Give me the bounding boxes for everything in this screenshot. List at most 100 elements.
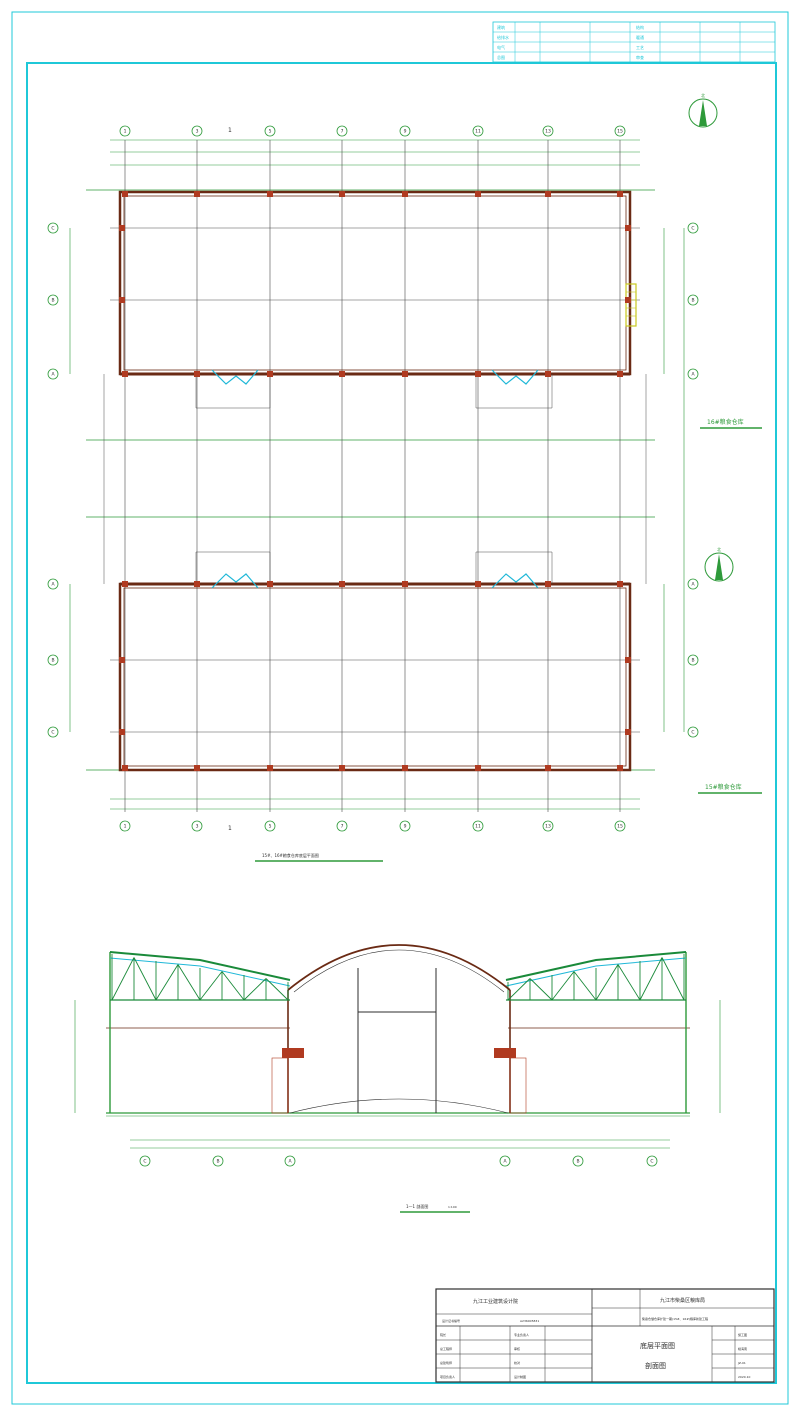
section-axis-bubble: C: [646, 1155, 658, 1167]
column: [122, 191, 128, 197]
drawing-no: JZ-01: [737, 1361, 746, 1365]
column: [625, 657, 631, 663]
axis-bubble-bottom-label: 3: [196, 824, 199, 830]
axis-bubble-bottom-label: 1: [124, 824, 127, 830]
role2-0: 专业负责人: [514, 1332, 529, 1337]
section-axis-bubble-label: C: [143, 1159, 146, 1165]
approval-left-3: 总图: [497, 54, 505, 60]
plan-horizontal-gridlines: [110, 227, 640, 733]
warehouse-16-walls: [118, 190, 632, 376]
column: [402, 581, 408, 587]
truss-member: [617, 964, 641, 1001]
column: [122, 581, 128, 587]
approval-right-2: 工艺: [636, 45, 644, 50]
axis-bubble-right: B: [687, 294, 699, 306]
axis-bubble-right-label: B: [691, 298, 694, 304]
column: [339, 191, 345, 197]
axis-bubble-top-label: 15: [617, 129, 623, 135]
truss-member: [573, 971, 597, 1001]
axis-bubble-right: B: [687, 654, 699, 666]
truss-member: [661, 957, 685, 1001]
truss-member: [595, 964, 619, 1001]
axis-bubble-bottom: 3: [191, 820, 203, 832]
truss-member: [551, 971, 575, 1001]
drawing-title-2: 剖面图: [645, 1361, 666, 1370]
column: [122, 371, 128, 377]
section-scale: 1:100: [448, 1205, 457, 1209]
column: [475, 371, 481, 377]
column: [545, 371, 551, 377]
column: [119, 729, 125, 735]
column: [119, 657, 125, 663]
plan-vertical-gridlines: [124, 140, 621, 812]
cert-label: 设计证书编号: [442, 1318, 460, 1323]
axis-bubble-top-label: 7: [341, 129, 344, 135]
section-title: 1—1 剖面图: [406, 1203, 428, 1209]
axis-bubble-right-label: C: [691, 730, 694, 736]
axis-bubble-right: A: [687, 578, 699, 590]
column: [617, 191, 623, 197]
company-name: 九江工业建筑设计院: [473, 1298, 518, 1305]
column: [267, 765, 273, 771]
section-axis-bubble: B: [572, 1155, 584, 1167]
truss-member: [111, 957, 135, 1001]
axis-bubble-left-label: C: [51, 730, 54, 736]
plan-dimensions-top: [110, 139, 640, 166]
section-axis-bubble: A: [284, 1155, 296, 1167]
axis-bubble-left-label: A: [51, 372, 55, 378]
warehouse-label-16: 16#粮食仓库: [700, 418, 762, 429]
column: [119, 225, 125, 231]
axis-bubble-left: B: [47, 294, 59, 306]
column: [339, 581, 345, 587]
truss-member: [507, 978, 531, 1001]
approval-right-3: 审查: [636, 54, 644, 60]
truss-member: [639, 957, 663, 1001]
cert-no: A236005831: [520, 1319, 539, 1323]
section-mark-bottom: 1: [228, 825, 232, 832]
role-2: 总建筑师: [440, 1360, 452, 1365]
left-truss: [111, 954, 289, 1001]
axis-bubble-left-label: B: [51, 658, 54, 664]
plan-outline: [86, 189, 655, 771]
warehouse-label-top: 16#粮食仓库: [707, 418, 744, 426]
truss-member: [177, 964, 201, 1001]
column: [625, 297, 631, 303]
truss-member: [199, 971, 223, 1001]
truss-member: [265, 978, 289, 1001]
role-0: 院长: [440, 1332, 446, 1337]
north-label-mid: 北: [717, 546, 721, 552]
truss-member: [221, 971, 245, 1001]
section-axis-bubble: C: [139, 1155, 151, 1167]
column: [545, 765, 551, 771]
axis-bubble-right: C: [687, 222, 699, 234]
section-axis-bubble-label: A: [288, 1159, 292, 1165]
axis-bubble-left: C: [47, 222, 59, 234]
axis-bubble-top: 15: [614, 125, 626, 137]
axis-bubble-bottom: 13: [542, 820, 554, 832]
truss-member: [243, 978, 267, 1001]
section-axis-bubble: B: [212, 1155, 224, 1167]
approval-left-2: 电气: [497, 44, 505, 50]
axis-bubble-top-label: 3: [196, 129, 199, 135]
column: [267, 191, 273, 197]
approval-right-1: 暖通: [636, 34, 644, 40]
axis-bubble-top-label: 1: [124, 129, 127, 135]
plan-dimensions-bottom: [110, 798, 640, 810]
section-axis-bubble-label: B: [216, 1159, 219, 1165]
axis-bubble-left: C: [47, 726, 59, 738]
column: [194, 581, 200, 587]
axis-bubble-left: A: [47, 578, 59, 590]
warehouse-15-walls: [118, 582, 632, 772]
column: [475, 765, 481, 771]
outer-border: [11, 11, 789, 1405]
axis-bubble-right: C: [687, 726, 699, 738]
column: [617, 581, 623, 587]
warehouse-label-15: 15#粮食仓库: [698, 783, 762, 794]
axis-bubble-top: 9: [399, 125, 411, 137]
warehouse-label-bottom: 15#粮食仓库: [705, 783, 742, 791]
role2-3: 设计制图: [514, 1374, 526, 1379]
